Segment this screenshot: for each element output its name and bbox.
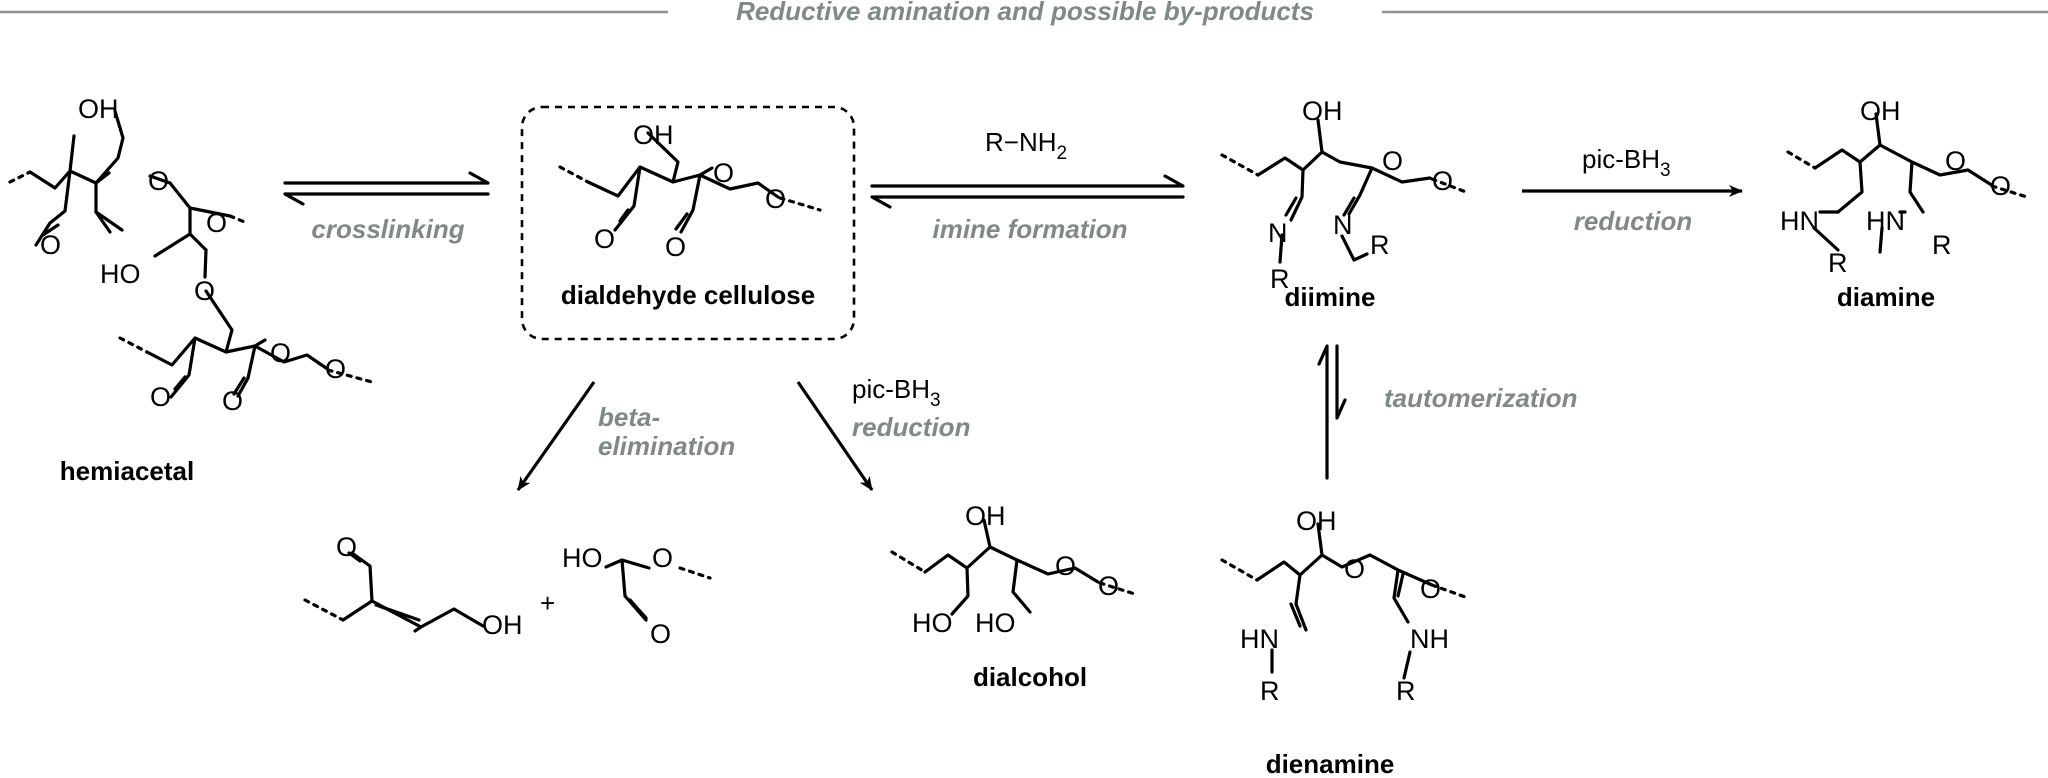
hemiacetal-structure: OH O O O HO O O O O O — [8, 94, 374, 416]
enal-oh: OH — [482, 610, 523, 640]
hemi-o-aldehyde: O — [40, 230, 61, 260]
diimine-label: diimine — [1284, 282, 1375, 312]
dac-o-ring: O — [713, 158, 734, 188]
dac-structure: OH O O O O — [558, 120, 822, 262]
beta-condition: beta- — [598, 402, 660, 432]
dac-o-tail: O — [765, 184, 786, 214]
diimine-r2: R — [1370, 230, 1390, 260]
diimine-structure: OH O O N N R R — [1220, 96, 1468, 294]
dienamine-nh: NH — [1410, 624, 1449, 654]
hemi-oh-top: OH — [78, 94, 119, 124]
dialcohol-o-ring: O — [1055, 551, 1076, 581]
diamine-label: diamine — [1837, 282, 1935, 312]
diimine-o-ring: O — [1382, 146, 1403, 176]
glyoxal-ho: HO — [562, 543, 603, 573]
diimine-n1: N — [1268, 218, 1288, 248]
dienamine-label: dienamine — [1266, 749, 1395, 778]
hemiacetal-label: hemiacetal — [60, 456, 194, 486]
hemi-o-ald3: O — [222, 386, 243, 416]
diamine-hn2: HN — [1866, 206, 1905, 236]
diamine-r2: R — [1932, 230, 1952, 260]
dac-oh: OH — [633, 120, 674, 150]
crosslinking-equilibrium-arrows — [283, 171, 490, 206]
dialcohol-label: dialcohol — [973, 662, 1087, 692]
diamine-oh: OH — [1860, 96, 1901, 126]
tautomerization-equilibrium-arrows — [1317, 344, 1347, 480]
hemi-o-tail: O — [325, 354, 346, 384]
dienamine-r1: R — [1260, 676, 1280, 706]
diamine-o-ring: O — [1945, 146, 1966, 176]
side-reagent: pic-BH3 — [852, 374, 941, 411]
hemi-o-ring2: O — [270, 338, 291, 368]
beta-elimination-arrow — [516, 381, 596, 491]
hemi-o-ald2: O — [150, 382, 171, 412]
diimine-o-tail: O — [1432, 166, 1453, 196]
diimine-r1: R — [1270, 264, 1290, 294]
tautomerization-condition: tautomerization — [1384, 383, 1578, 413]
dienamine-r2: R — [1396, 676, 1416, 706]
reduction-condition: reduction — [1574, 206, 1692, 236]
imine-equilibrium-arrows — [870, 174, 1185, 209]
dialcohol-oh-top: OH — [965, 501, 1006, 531]
hemi-o-ring: O — [148, 166, 169, 196]
hemi-ho: HO — [100, 259, 141, 289]
dialcohol-o-tail: O — [1098, 571, 1119, 601]
elimination-product-glyoxal: HO O O — [562, 543, 712, 649]
imine-reagent: R−NH2 — [985, 127, 1067, 164]
crosslinking-condition: crosslinking — [311, 214, 464, 244]
hemi-o-ether: O — [206, 208, 227, 238]
scheme-title: Reductive amination and possible by-prod… — [736, 0, 1314, 26]
hemi-o-link: O — [194, 276, 215, 306]
dialcohol-ho1: HO — [912, 608, 953, 638]
dac-highlight-box — [520, 105, 856, 341]
dialcohol-structure: OH O O HO HO — [890, 501, 1140, 638]
elimination-condition: elimination — [598, 431, 735, 461]
elimination-product-enal: O OH — [303, 532, 523, 640]
dienamine-o-ring: O — [1344, 554, 1365, 584]
dienamine-o-tail: O — [1420, 574, 1441, 604]
dialcohol-ho2: HO — [975, 608, 1016, 638]
dac-o-ald1: O — [594, 224, 615, 254]
diimine-n2: N — [1333, 210, 1353, 240]
imine-formation-condition: imine formation — [932, 214, 1127, 244]
enal-o: O — [336, 532, 357, 562]
side-reduction-condition: reduction — [852, 412, 970, 442]
glyoxal-o-ald: O — [650, 619, 671, 649]
diamine-hn1: HN — [1780, 206, 1819, 236]
side-reduction-arrow — [796, 381, 874, 491]
dienamine-oh: OH — [1296, 506, 1337, 536]
dienamine-structure: OH O O HN R NH R — [1220, 506, 1470, 706]
plus-sign: + — [540, 588, 555, 618]
diamine-o-tail: O — [1990, 171, 2011, 201]
diamine-r1: R — [1828, 248, 1848, 278]
dac-o-ald2: O — [665, 232, 686, 262]
diimine-oh: OH — [1302, 96, 1343, 126]
glyoxal-o: O — [652, 543, 673, 573]
dac-label: dialdehyde cellulose — [561, 280, 815, 310]
diamine-structure: OH O O HN HN R R — [1780, 96, 2032, 278]
reduction-reagent: pic-BH3 — [1582, 144, 1671, 181]
dienamine-hn: HN — [1240, 624, 1279, 654]
